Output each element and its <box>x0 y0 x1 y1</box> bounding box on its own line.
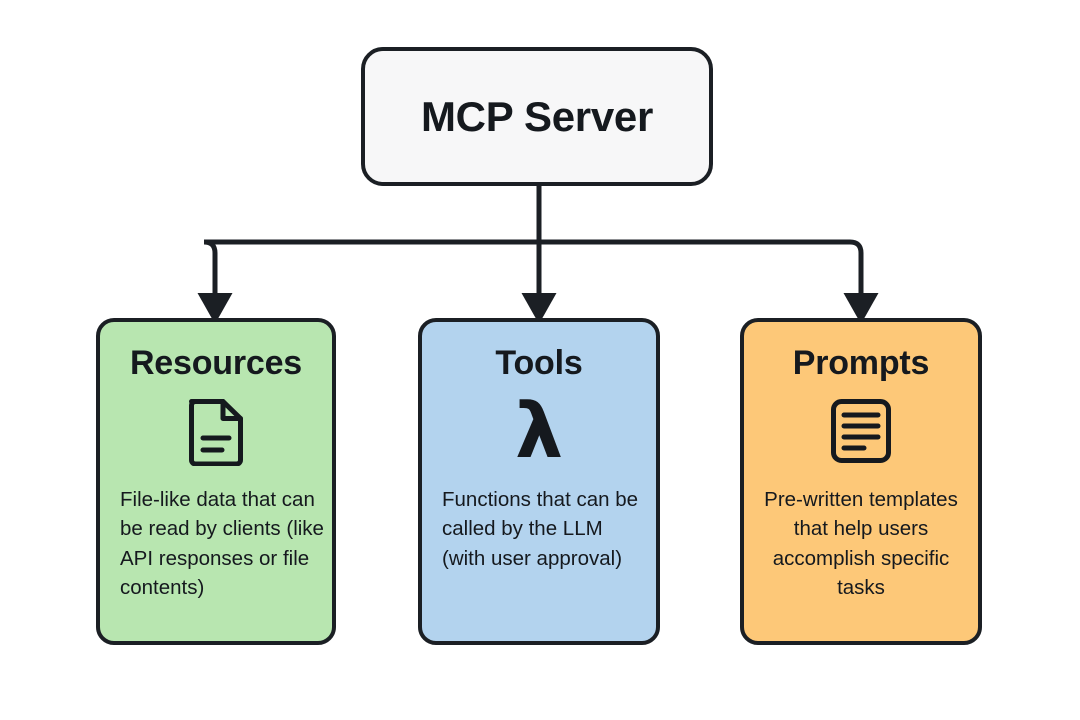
document-icon <box>185 395 247 467</box>
node-tools[interactable]: Tools λ Functions that can be called by … <box>418 318 660 645</box>
connector-to-prompts <box>539 239 879 324</box>
node-resources[interactable]: Resources File-like data that can be rea… <box>96 318 336 645</box>
node-mcp-server-title: MCP Server <box>420 92 654 140</box>
lambda-icon: λ <box>514 385 564 475</box>
node-resources-title: Resources <box>129 344 303 382</box>
node-tools-title: Tools <box>495 344 583 382</box>
node-mcp-server[interactable]: MCP Server <box>361 47 713 186</box>
node-tools-description: Functions that can be called by the LLM … <box>442 488 639 570</box>
lines-document-icon <box>828 395 894 467</box>
node-resources-description: File-like data that can be read by clien… <box>120 488 324 600</box>
node-prompts-description: Pre-written templates that help users ac… <box>764 488 958 600</box>
lambda-glyph: λ <box>514 385 564 475</box>
node-prompts[interactable]: Prompts Pre-written templates that help … <box>740 318 982 645</box>
node-prompts-title: Prompts <box>792 344 930 382</box>
connector-to-resources <box>197 239 539 324</box>
